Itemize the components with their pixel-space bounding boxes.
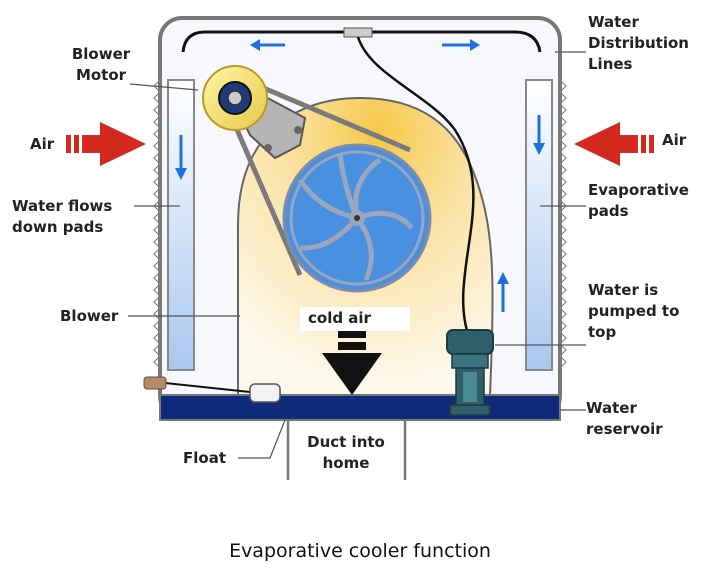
drive-belt-top (239, 75, 411, 153)
water-reservoir (159, 394, 561, 421)
flow-arrow-up-pump (497, 272, 509, 312)
label-evaporative-pads: Evaporative pads (588, 181, 689, 220)
air-arrow-right (574, 122, 654, 166)
label-water-pumped-to-top: Water is pumped to top (588, 281, 680, 341)
label-float: Float (183, 449, 226, 467)
label-blower-motor: Blower Motor (71, 45, 131, 84)
leader-lines (128, 51, 586, 459)
label-air-right: Air (662, 131, 687, 149)
flow-arrow-down-right-pad (533, 115, 545, 155)
flow-arrow-right-top (442, 39, 480, 51)
flow-arrow-down-left-pad (175, 135, 187, 180)
label-water-flows-down-pads: Water flows down pads (12, 197, 113, 236)
distribution-valve (343, 27, 373, 38)
water-pump (446, 329, 494, 416)
float (143, 376, 281, 403)
diagram-caption: Evaporative cooler function (229, 540, 491, 562)
label-water-reservoir: Water reservoir (586, 399, 663, 438)
label-duct-into-home: Duct into home (307, 433, 385, 472)
label-blower: Blower (60, 307, 119, 325)
riser-pipe (356, 36, 475, 341)
label-water-distribution-lines: Water Distribution Lines (588, 13, 689, 73)
left-pad-hatching (153, 79, 161, 369)
left-evaporative-pad (167, 79, 195, 371)
blower-motor (202, 65, 268, 131)
air-arrow-left (66, 122, 146, 166)
label-cold-air: cold air (308, 309, 371, 327)
label-air-left: Air (30, 135, 55, 153)
flow-arrow-left-top (250, 39, 285, 51)
cold-air-label-bg (300, 307, 410, 331)
cold-air-arrow (322, 330, 382, 395)
drive-belt-bottom (229, 117, 303, 276)
blower-fan (282, 143, 432, 293)
right-pad-hatching (559, 79, 567, 369)
